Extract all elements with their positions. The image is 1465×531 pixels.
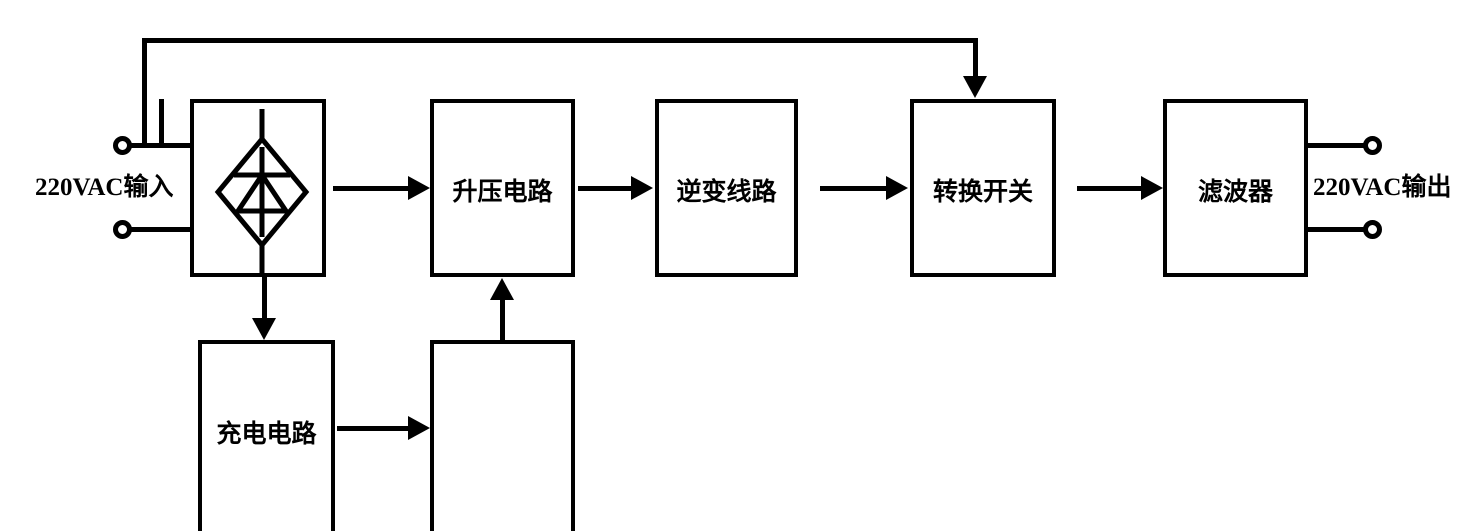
block-transfer-switch-label: 转换开关: [932, 179, 1033, 206]
output-wire-top: [1306, 143, 1368, 148]
block-charger-label: 充电电路: [216, 421, 317, 448]
input-label: 220VAC输入: [35, 174, 174, 201]
arrow-rectifier-charger: [252, 318, 276, 340]
block-filter[interactable]: 滤波器: [1163, 99, 1308, 277]
block-inverter[interactable]: 逆变线路: [655, 99, 798, 277]
block-boost-label: 升压电路: [452, 179, 553, 206]
arrow-charger-battery: [408, 416, 430, 440]
bridge-rectifier-icon: [194, 103, 322, 275]
output-label: 220VAC输出: [1313, 174, 1452, 201]
bypass-top-horizontal: [142, 38, 978, 43]
wire-battery-boost: [500, 299, 505, 341]
arrow-rectifier-boost: [408, 176, 430, 200]
block-transfer-switch[interactable]: 转换开关: [910, 99, 1056, 277]
arrow-boost-inverter: [631, 176, 653, 200]
bypass-right-vertical: [973, 38, 978, 78]
wire-transfer-filter: [1077, 186, 1144, 191]
wire-boost-inverter: [578, 186, 634, 191]
input-tap-stub: [159, 99, 164, 148]
block-inverter-label: 逆变线路: [676, 179, 777, 206]
block-filter-label: 滤波器: [1197, 179, 1273, 206]
block-rectifier[interactable]: [190, 99, 326, 277]
output-terminal-top[interactable]: [1363, 136, 1382, 155]
arrow-transfer-filter: [1141, 176, 1163, 200]
wire-inverter-transfer: [820, 186, 888, 191]
input-terminal-bottom[interactable]: [113, 220, 132, 239]
input-wire-bottom: [131, 227, 192, 232]
arrow-battery-boost: [490, 278, 514, 300]
bypass-arrowhead: [963, 76, 987, 98]
wire-rectifier-charger: [262, 277, 267, 321]
wire-charger-battery: [337, 426, 410, 431]
input-terminal-top[interactable]: [113, 136, 132, 155]
wire-rectifier-boost: [333, 186, 410, 191]
output-terminal-bottom[interactable]: [1363, 220, 1382, 239]
block-boost[interactable]: 升压电路: [430, 99, 575, 277]
block-charger[interactable]: 充电电路: [198, 340, 335, 531]
output-wire-bottom: [1306, 227, 1368, 232]
block-battery[interactable]: + 蓄电池 -: [430, 340, 575, 531]
arrow-inverter-transfer: [886, 176, 908, 200]
bypass-left-vertical: [142, 38, 147, 146]
